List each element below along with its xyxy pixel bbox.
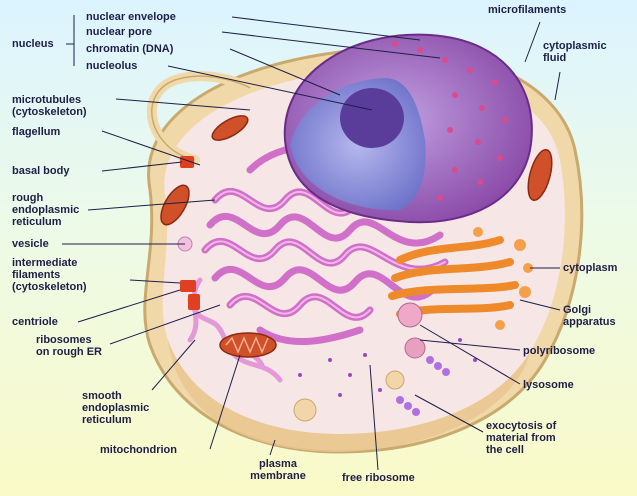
label-microfilaments: microfilaments (488, 4, 566, 16)
label-lysosome: lysosome (523, 379, 574, 391)
label-flagellum: flagellum (12, 126, 60, 138)
label-smooth-er: smooth endoplasmic reticulum (82, 390, 149, 426)
label-basal-body: basal body (12, 165, 69, 177)
label-microtubules: microtubules (cytoskeleton) (12, 94, 87, 118)
label-rough-er: rough endoplasmic reticulum (12, 192, 79, 228)
label-free-ribosome: free ribosome (342, 472, 415, 484)
label-polyribosome: polyribosome (523, 345, 595, 357)
label-nucleus: nucleus (12, 38, 54, 50)
label-nucleolus: nucleolus (86, 60, 137, 72)
label-mitochondrion: mitochondrion (100, 444, 177, 456)
label-plasma-membrane: plasma membrane (248, 458, 308, 482)
label-exocytosis: exocytosis of material from the cell (486, 420, 556, 456)
label-golgi-apparatus: Golgi apparatus (563, 304, 616, 328)
label-cytoplasm: cytoplasm (563, 262, 617, 274)
label-intermediate-filaments: intermediate filaments (cytoskeleton) (12, 257, 87, 293)
label-cytoplasmic-fluid: cytoplasmic fluid (543, 40, 607, 64)
label-nuclear-envelope: nuclear envelope (86, 11, 176, 23)
label-centriole: centriole (12, 316, 58, 328)
lysosome-shape (398, 303, 422, 327)
label-chromatin: chromatin (DNA) (86, 43, 173, 55)
label-vesicle: vesicle (12, 238, 49, 250)
label-ribosomes-rough-er: ribosomes on rough ER (36, 334, 102, 358)
nucleolus (340, 88, 404, 148)
label-nuclear-pore: nuclear pore (86, 26, 152, 38)
